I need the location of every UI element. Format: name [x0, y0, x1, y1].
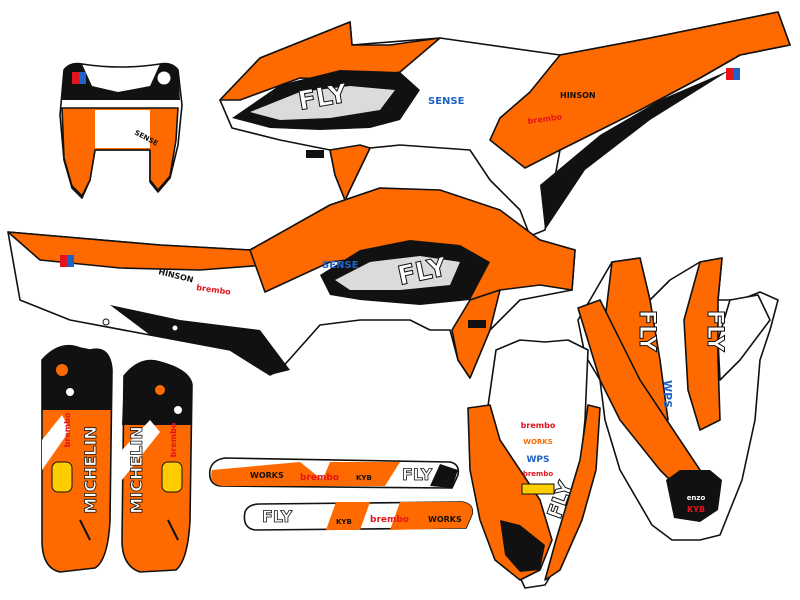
fly-logo-icon — [306, 150, 324, 158]
michelin-label: MICHELIN — [127, 426, 146, 513]
works-label: WORKS — [523, 438, 553, 446]
brembo-label: brembo — [63, 412, 72, 447]
rear-fender-decal: enzo KYB FLY FLY WPS — [577, 257, 779, 541]
brembo-label: brembo — [370, 515, 409, 525]
kyb-label: KYB — [687, 505, 705, 514]
brembo-label: brembo — [523, 470, 554, 478]
headlight-mask-decal: SENSE — [59, 62, 183, 199]
kyb-label: KYB — [336, 518, 352, 526]
swingarm-upper-decal: WORKS brembo KYB FLY — [208, 457, 460, 489]
brembo-label: brembo — [300, 473, 339, 483]
wp-label: WPS — [661, 380, 674, 408]
fork-guard-right-decal: MICHELIN brembo — [121, 359, 193, 573]
shield-logo-icon — [726, 68, 740, 80]
swingarm-lower-decal: FLY KYB brembo WORKS — [243, 501, 474, 531]
enzo-label: enzo — [687, 494, 706, 502]
kyb-label: KYB — [356, 474, 372, 482]
front-fender-decal: brembo WORKS WPS brembo FLY — [467, 339, 601, 589]
michelin-label: MICHELIN — [81, 426, 100, 513]
sense-label: SENSE — [428, 96, 465, 107]
sense-label: SENSE — [322, 260, 359, 271]
fly-label: FLY — [702, 310, 727, 353]
fly-label: FLY — [262, 507, 293, 526]
shield-logo-icon — [60, 255, 74, 267]
fork-guard-left-decal: MICHELIN brembo — [41, 344, 113, 573]
shield-logo-icon — [72, 72, 86, 84]
right-shroud-decal: HINSON brembo SENSE FLY — [219, 11, 791, 237]
fly-label: FLY — [402, 465, 433, 484]
works-label: WORKS — [250, 471, 284, 480]
brembo-label: brembo — [169, 422, 178, 457]
wp-label: WPS — [526, 455, 549, 465]
works-label: WORKS — [428, 515, 462, 524]
fly-logo-icon — [468, 320, 486, 328]
brembo-label: brembo — [521, 421, 556, 430]
hinson-label: HINSON — [560, 91, 596, 100]
fly-label: FLY — [634, 310, 659, 353]
left-shroud-decal: HINSON brembo SENSE FLY — [7, 187, 576, 379]
fly-logo-icon — [156, 70, 172, 86]
